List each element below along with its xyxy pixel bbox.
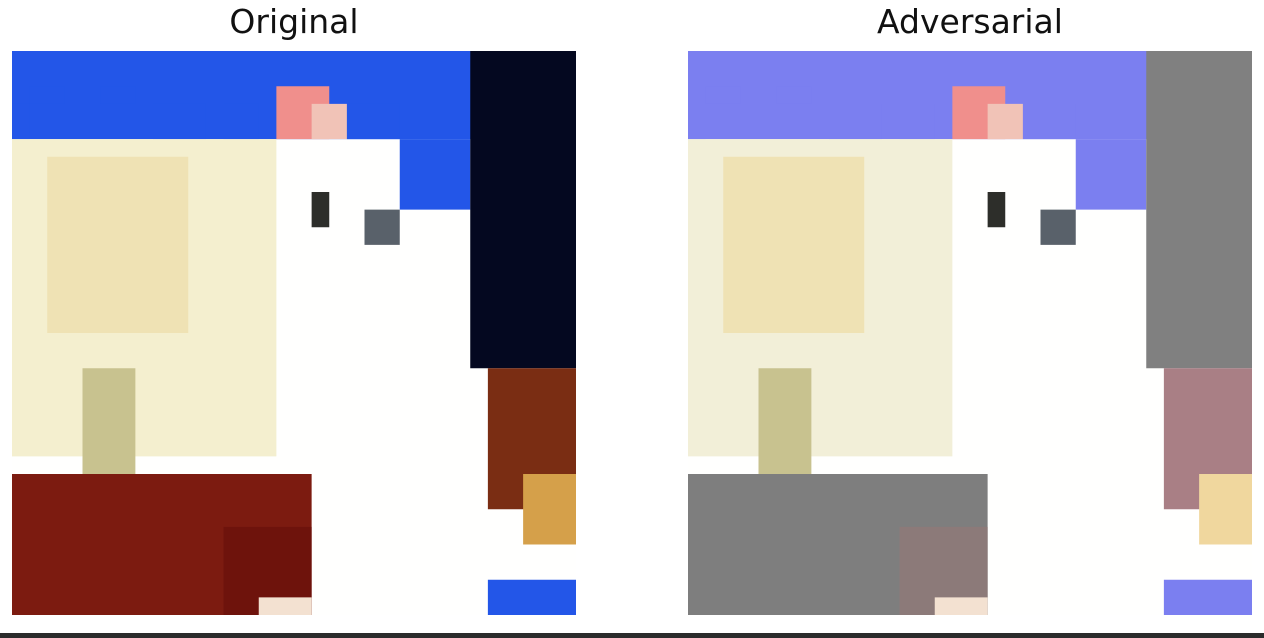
accent-patch	[311, 103, 347, 140]
ground-edge	[258, 597, 312, 615]
fur-shade	[47, 156, 189, 333]
sky-contour	[29, 86, 65, 104]
original-image	[12, 51, 576, 615]
eye-mark	[987, 192, 1006, 228]
panel-title-original: Original	[229, 2, 359, 41]
sky-contour	[899, 103, 935, 140]
sky-contour	[399, 139, 471, 210]
sky-contour	[153, 103, 206, 140]
right-light-region	[523, 474, 576, 545]
sky-contour	[346, 103, 400, 140]
nose-mark	[1040, 209, 1076, 245]
adversarial-image-canvas	[688, 51, 1252, 615]
sky-contour	[12, 103, 30, 140]
right-light-region	[1199, 474, 1252, 545]
fur-shadow	[82, 368, 136, 492]
right-edge-region	[470, 51, 576, 369]
fur-shadow	[758, 368, 812, 492]
sky-contour	[688, 103, 706, 140]
sky-contour	[705, 86, 741, 104]
right-edge-region	[1146, 51, 1252, 369]
ground-edge	[934, 597, 988, 615]
original-image-canvas	[12, 51, 576, 615]
sky-contour	[776, 86, 812, 104]
fur-shade	[723, 156, 865, 333]
sky-bottom-strip	[487, 579, 576, 615]
sky-contour	[1075, 139, 1147, 210]
sky-contour	[1022, 103, 1076, 140]
adversarial-image	[688, 51, 1252, 615]
accent-patch	[987, 103, 1023, 140]
eye-mark	[311, 192, 330, 228]
nose-mark	[364, 209, 400, 245]
panel-title-adversarial: Adversarial	[877, 2, 1063, 41]
sky-contour	[223, 103, 259, 140]
sky-contour	[829, 103, 882, 140]
sky-bottom-strip	[1163, 579, 1252, 615]
sky-contour	[100, 86, 136, 104]
window-bottom-edge	[0, 633, 1264, 638]
